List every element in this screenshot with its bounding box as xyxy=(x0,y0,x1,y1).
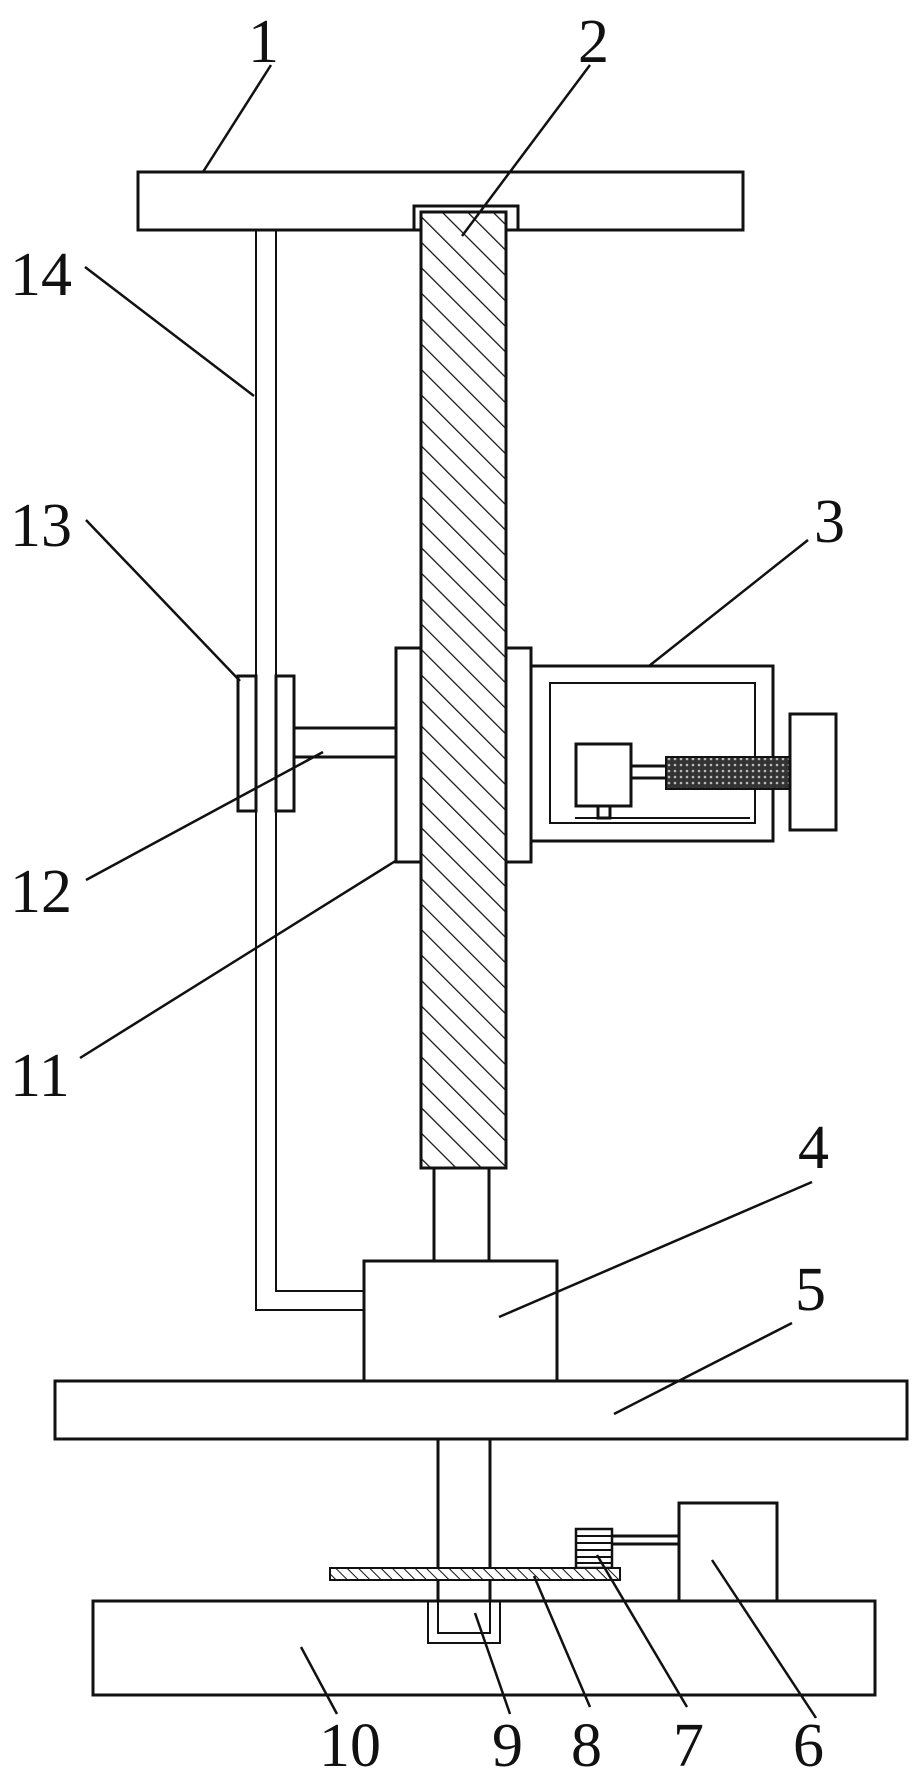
motor-foot xyxy=(596,804,612,820)
leader-1 xyxy=(201,64,273,173)
rod-sleeve-right xyxy=(274,674,296,813)
column-shaft xyxy=(432,1166,491,1263)
leader-10 xyxy=(299,1646,339,1715)
label-12: 12 xyxy=(10,858,72,926)
leader-2 xyxy=(460,64,592,237)
leader-7 xyxy=(595,1554,689,1708)
center-block xyxy=(362,1259,559,1383)
label-1: 1 xyxy=(248,8,279,76)
base-plate xyxy=(91,1599,877,1697)
connecting-bar xyxy=(292,726,398,759)
guide-rod-inner xyxy=(275,230,364,1292)
motor-block xyxy=(574,742,633,808)
label-14: 14 xyxy=(10,241,72,309)
leader-8 xyxy=(532,1575,592,1708)
label-3: 3 xyxy=(814,488,845,556)
label-4: 4 xyxy=(798,1114,829,1182)
leader-12 xyxy=(85,750,324,882)
leader-11 xyxy=(79,858,398,1060)
rod-sleeve-left xyxy=(236,674,258,813)
label-2: 2 xyxy=(578,8,609,76)
lower-shaft xyxy=(436,1437,492,1614)
label-7: 7 xyxy=(673,1712,704,1780)
housing-inner xyxy=(549,682,756,824)
bearing-seat-outer xyxy=(427,1601,501,1644)
clamp-pad xyxy=(788,712,838,832)
label-5: 5 xyxy=(795,1256,826,1324)
hatched-disc xyxy=(329,1567,621,1581)
threaded-column xyxy=(419,210,508,1170)
leader-14 xyxy=(84,266,255,397)
motor-output-shaft xyxy=(609,1534,681,1546)
collar-left xyxy=(394,646,423,864)
housing-outer xyxy=(529,664,775,843)
leader-13 xyxy=(85,519,241,682)
label-10: 10 xyxy=(319,1712,381,1780)
leader-4 xyxy=(498,1180,813,1319)
leader-5 xyxy=(613,1321,793,1416)
leader-9 xyxy=(473,1612,512,1715)
leader-6 xyxy=(710,1559,818,1719)
bearing-seat-inner xyxy=(437,1601,491,1634)
guide-rod-outer xyxy=(255,230,364,1311)
label-9: 9 xyxy=(492,1712,523,1780)
middle-plate xyxy=(53,1379,909,1441)
collar-right xyxy=(504,646,533,864)
label-6: 6 xyxy=(793,1712,824,1780)
label-8: 8 xyxy=(571,1712,602,1780)
leader-3 xyxy=(648,539,809,667)
label-11: 11 xyxy=(10,1042,70,1110)
knurled-screw xyxy=(665,756,801,790)
drive-shaft xyxy=(629,764,669,780)
label-13: 13 xyxy=(10,492,72,560)
